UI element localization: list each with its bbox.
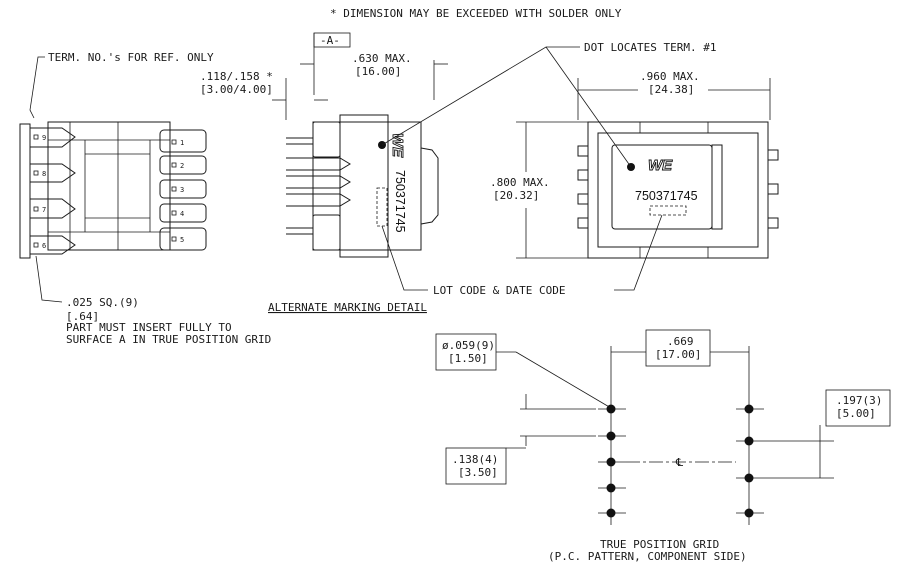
hole-dia-in: ø.059(9) — [442, 339, 495, 352]
insert-note-2: SURFACE A IN TRUE POSITION GRID — [66, 333, 271, 346]
width-dim-in: .800 MAX. — [490, 176, 550, 189]
pin-sq-mm: [.64] — [66, 310, 99, 323]
lot-code-note: LOT CODE & DATE CODE — [433, 284, 565, 297]
dot-term-note: DOT LOCATES TERM. #1 — [584, 41, 716, 54]
term-label-3: 3 — [180, 186, 184, 194]
left-hole-column — [598, 395, 626, 525]
term-label-4: 4 — [180, 210, 184, 218]
term-label-9: 9 — [42, 134, 46, 142]
solder-note: * DIMENSION MAY BE EXCEEDED WITH SOLDER … — [330, 7, 622, 20]
width-dim-mm: [20.32] — [493, 189, 539, 202]
height-dim-mm: [16.00] — [355, 65, 401, 78]
term-label-7: 7 — [42, 206, 46, 214]
bottom-view: TERM. NO.'s FOR REF. ONLY 9 8 7 6 — [19, 51, 271, 346]
right-hole-column — [736, 395, 764, 525]
top-view: .960 MAX. [24.38] .800 MAX. [20.32] — [490, 70, 779, 259]
term-label-5: 5 — [180, 236, 184, 244]
length-dim-in: .960 MAX. — [640, 70, 700, 83]
true-pos-subtitle: (P.C. PATTERN, COMPONENT SIDE) — [548, 550, 747, 563]
term-label-6: 6 — [42, 242, 46, 250]
term-label-1: 1 — [180, 139, 184, 147]
term-ref-note: TERM. NO.'s FOR REF. ONLY — [48, 51, 214, 64]
part-number-side: 750371745 — [393, 170, 407, 233]
term-label-2: 2 — [180, 162, 184, 170]
true-position-grid: ø.059(9) [1.50] .669 [17.00] — [435, 329, 891, 563]
right-pitch-in: .197(3) — [836, 394, 882, 407]
left-pitch-mm: [3.50] — [458, 466, 498, 479]
datum-label: -A- — [320, 34, 340, 47]
part-number-top: 750371745 — [635, 189, 698, 203]
right-pitch-mm: [5.00] — [836, 407, 876, 420]
pin-sq-in: .025 SQ.(9) — [66, 296, 139, 309]
row-spacing-mm: [17.00] — [655, 348, 701, 361]
length-dim-mm: [24.38] — [648, 83, 694, 96]
side-view: -A- .630 MAX. [16.00] .118/.158 * [3.00/… — [200, 32, 448, 314]
left-pitch-in: .138(4) — [452, 453, 498, 466]
term-label-8: 8 — [42, 170, 46, 178]
height-dim-in: .630 MAX. — [352, 52, 412, 65]
we-logo-side: WE — [389, 133, 406, 158]
hole-dia-mm: [1.50] — [448, 352, 488, 365]
pin-length-mm: [3.00/4.00] — [200, 83, 273, 96]
row-spacing-in: .669 — [667, 335, 694, 348]
true-pos-title: TRUE POSITION GRID — [600, 538, 719, 551]
we-logo-top: WE — [648, 157, 673, 174]
pin-length-in: .118/.158 * — [200, 70, 273, 83]
insert-note-1: PART MUST INSERT FULLY TO — [66, 321, 232, 334]
alt-marking-title: ALTERNATE MARKING DETAIL — [268, 301, 427, 314]
centerline-symbol: ℄ — [675, 456, 683, 469]
